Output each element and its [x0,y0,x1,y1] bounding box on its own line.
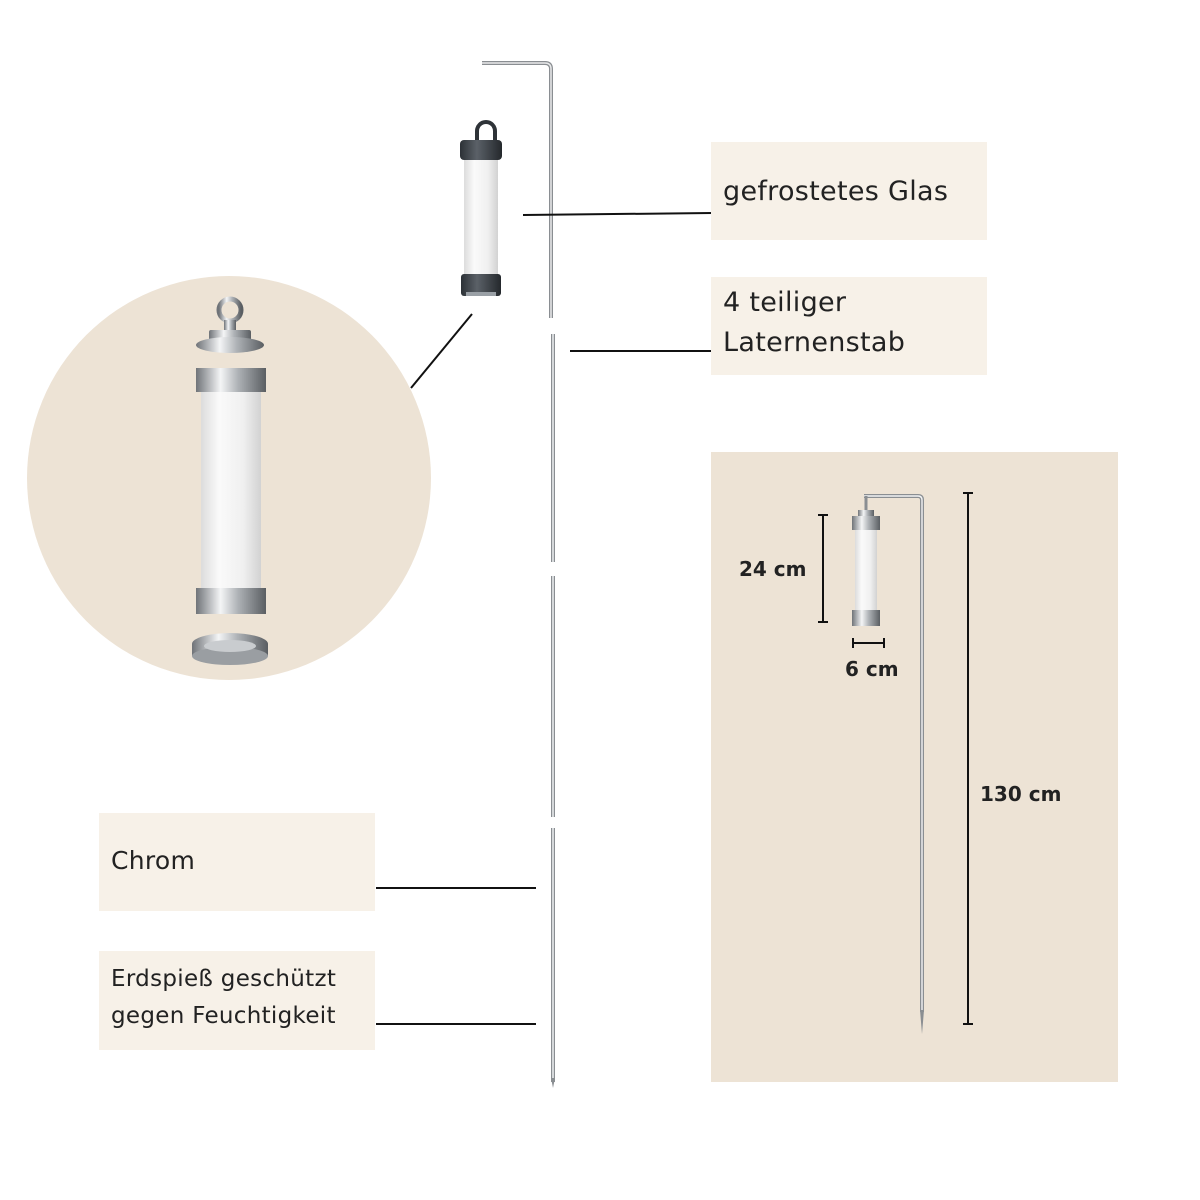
small-lantern [460,120,502,296]
dimension-6cm-label: 6 cm [845,657,899,681]
exploded-lantern [192,296,268,665]
label-chrome-text: Chrom [111,846,196,875]
dimension-24cm-label: 24 cm [739,557,807,581]
label-glass-text: gefrostetes Glas [723,176,949,207]
label-chrome: Chrom [99,813,375,911]
label-rod: 4 teiliger Laternenstab [711,277,987,375]
dimension-130cm-bracket [963,492,973,1025]
dimension-6cm-bracket [852,638,885,648]
dimension-24cm-bracket [818,514,828,623]
rod-segments [482,61,555,1088]
assembled-lantern [852,494,924,1034]
label-spike-line2: gegen Feuchtigkeit [111,1003,336,1029]
dimension-130cm-label: 130 cm [980,782,1062,806]
label-spike-line1: Erdspieß geschützt [111,966,337,992]
label-glass: gefrostetes Glas [711,142,987,240]
label-rod-line2: Laternenstab [723,327,906,358]
dimensions-panel [711,452,1118,1082]
label-rod-line1: 4 teiliger [723,287,847,318]
label-spike: Erdspieß geschützt gegen Feuchtigkeit [99,951,375,1050]
leader-glass [522,212,713,216]
connector-circle-line [410,313,473,389]
